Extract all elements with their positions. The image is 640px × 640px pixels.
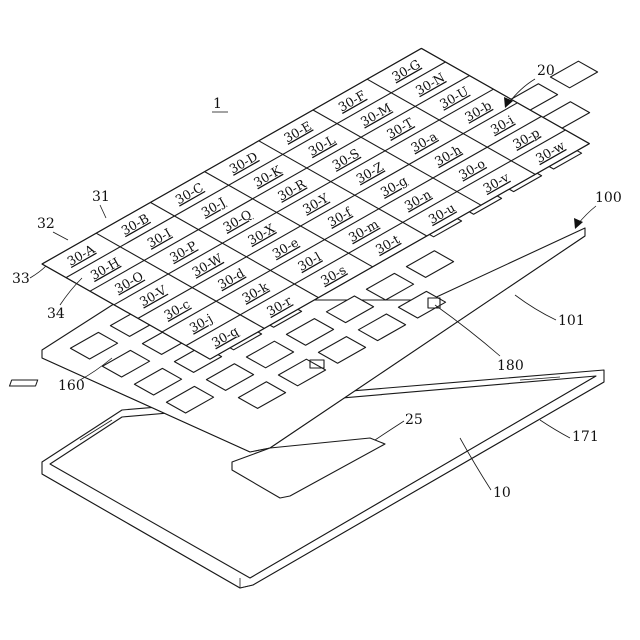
ref-31: 31 — [92, 189, 110, 205]
middle-window — [366, 273, 413, 300]
ref-33: 33 — [12, 271, 30, 287]
ref-180: 180 — [497, 358, 524, 374]
ref-1: 1 — [213, 96, 222, 112]
ref-100: 100 — [595, 190, 622, 206]
ref-101: 101 — [558, 313, 585, 329]
ref-32: 32 — [37, 216, 55, 232]
ref-171: 171 — [572, 429, 599, 445]
ref-10: 10 — [493, 485, 511, 501]
ref-25: 25 — [405, 412, 423, 428]
ref-34: 34 — [47, 306, 65, 322]
ref-20: 20 — [537, 63, 555, 79]
ref-160: 160 — [58, 378, 85, 394]
middle-window — [406, 251, 453, 278]
middle-window — [550, 61, 597, 88]
